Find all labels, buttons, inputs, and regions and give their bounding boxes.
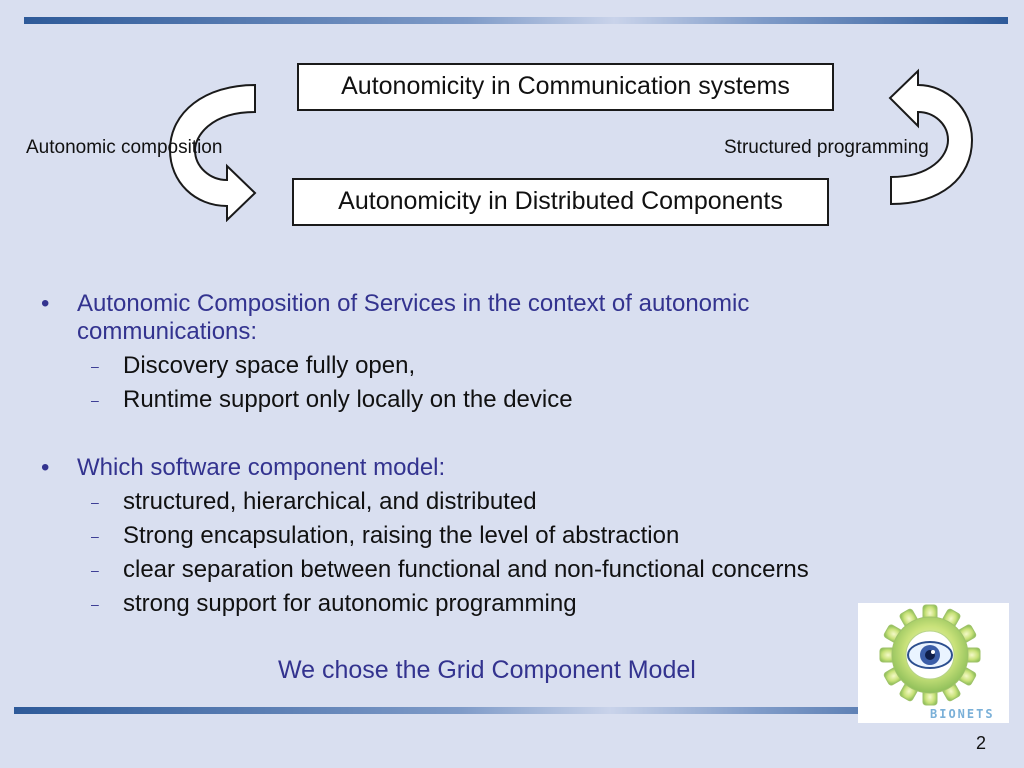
gear-eye-logo-icon — [879, 604, 981, 706]
sub-bullet-item: – Runtime support only locally on the de… — [91, 386, 573, 414]
sub-bullet-item: – Strong encapsulation, raising the leve… — [91, 522, 680, 550]
sub-bullet-mark: – — [91, 528, 99, 544]
right-curved-arrow-icon — [888, 68, 974, 206]
sub-bullet-text: clear separation between functional and … — [123, 556, 809, 583]
bottom-decorative-bar — [14, 707, 1008, 714]
closing-statement: We chose the Grid Component Model — [278, 656, 696, 684]
distributed-components-box: Autonomicity in Distributed Components — [292, 178, 829, 226]
bionets-logo — [858, 603, 1009, 723]
sub-bullet-mark: – — [91, 562, 99, 578]
bullet-text: Autonomic Composition of Services in the… — [77, 290, 750, 345]
sub-bullet-mark: – — [91, 358, 99, 374]
bullet-item: • Which software component model: — [41, 454, 446, 482]
sub-bullet-item: – clear separation between functional an… — [91, 556, 809, 584]
communication-systems-box: Autonomicity in Communication systems — [297, 63, 834, 111]
sub-bullet-item: – Discovery space fully open, — [91, 352, 416, 380]
sub-bullet-mark: – — [91, 494, 99, 510]
bullet-mark: • — [41, 290, 50, 317]
structured-programming-label: Structured programming — [724, 137, 929, 158]
sub-bullet-text: Strong encapsulation, raising the level … — [123, 522, 680, 549]
sub-bullet-mark: – — [91, 392, 99, 408]
bullet-item: • Autonomic Composition of Services in t… — [41, 290, 877, 346]
sub-bullet-text: Discovery space fully open, — [123, 352, 416, 379]
top-decorative-bar — [24, 17, 1008, 24]
page-number: 2 — [976, 733, 987, 753]
bullet-mark: • — [41, 454, 50, 481]
left-curved-arrow-icon — [168, 83, 257, 222]
sub-bullet-text: strong support for autonomic programming — [123, 590, 577, 617]
sub-bullet-text: Runtime support only locally on the devi… — [123, 386, 573, 413]
sub-bullet-item: – strong support for autonomic programmi… — [91, 590, 577, 618]
autonomic-composition-label: Autonomic composition — [26, 137, 223, 158]
bionets-logo-text: BIONETS — [930, 707, 995, 721]
bullet-text: Which software component model: — [77, 454, 446, 481]
sub-bullet-item: – structured, hierarchical, and distribu… — [91, 488, 537, 516]
sub-bullet-mark: – — [91, 596, 99, 612]
sub-bullet-text: structured, hierarchical, and distribute… — [123, 488, 537, 515]
